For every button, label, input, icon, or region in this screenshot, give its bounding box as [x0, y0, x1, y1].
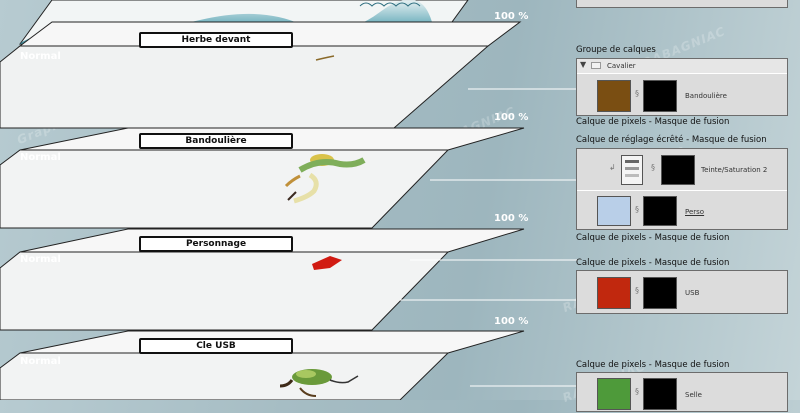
layer-mask-thumbnail — [661, 155, 695, 185]
layer-blend-mode: Normal — [20, 51, 61, 62]
group-name: Cavalier — [607, 62, 636, 70]
layer-opacity: 100 % — [494, 112, 529, 123]
usb-key-shape — [312, 256, 342, 270]
adjustment-icon — [621, 155, 643, 185]
layer-caption: Calque de pixels - Masque de fusion — [576, 360, 730, 370]
layer-name: Teinte/Saturation 2 — [701, 166, 768, 174]
layer-name: Selle — [685, 391, 702, 399]
link-icon[interactable]: § — [635, 205, 639, 214]
disclosure-triangle-icon[interactable]: ▼ — [580, 60, 587, 69]
layers-panel-perso: ↲ § Teinte/Saturation 2 § Perso — [576, 148, 788, 230]
link-icon[interactable]: § — [635, 387, 639, 396]
layers-panel-selle: § Selle — [576, 372, 788, 412]
layer-name: Perso — [685, 208, 705, 216]
layer-mask-thumbnail — [643, 277, 677, 309]
link-icon[interactable]: § — [651, 163, 655, 172]
layer-mask-thumbnail — [643, 196, 677, 226]
link-icon[interactable]: § — [635, 286, 639, 295]
layer-blend-mode: Normal — [20, 356, 61, 367]
link-icon[interactable]: § — [635, 89, 639, 98]
layer-mask-thumbnail — [643, 378, 677, 410]
layers-panel-group: ▼ Cavalier § Bandoulière — [576, 58, 788, 116]
layer-thumbnail — [597, 378, 631, 410]
layer-caption: Calque de pixels - Masque de fusion — [576, 117, 730, 127]
layer-row-usb[interactable]: § USB — [577, 271, 787, 313]
layers-panel-stub — [576, 0, 788, 8]
layer-row-bandouliere[interactable]: § Bandoulière — [577, 73, 787, 115]
layer-name: Bandoulière — [685, 92, 727, 100]
layer-caption: Calque de pixels - Masque de fusion — [576, 258, 730, 268]
layer-opacity: 100 % — [494, 11, 529, 22]
layer-name-tag: Herbe devant — [139, 32, 293, 48]
layer-name: USB — [685, 289, 700, 297]
layer-thumbnail — [597, 196, 631, 226]
layer-blend-mode: Normal — [20, 152, 61, 163]
layer-caption: Calque de réglage écrêté - Masque de fus… — [576, 135, 767, 145]
layer-opacity: 100 % — [494, 316, 529, 327]
layer-thumbnail — [597, 277, 631, 309]
group-row[interactable]: ▼ Cavalier — [577, 59, 787, 73]
clip-arrow-icon: ↲ — [609, 163, 616, 172]
layer-name-tag: Bandoulière — [139, 133, 293, 149]
character-figure — [284, 154, 366, 204]
layer-row-perso[interactable]: § Perso — [577, 190, 787, 230]
layer-name-tag: Cle USB — [139, 338, 293, 354]
layer-name-tag: Personnage — [139, 236, 293, 252]
layer-caption: Calque de pixels - Masque de fusion — [576, 233, 730, 243]
folder-icon — [591, 62, 601, 69]
layer-row-adjustment[interactable]: ↲ § Teinte/Saturation 2 — [577, 149, 787, 190]
saddle-figure — [279, 369, 359, 397]
group-caption: Groupe de calques — [576, 45, 656, 55]
layer-row-selle[interactable]: § Selle — [577, 373, 787, 413]
layer-mask-thumbnail — [643, 80, 677, 112]
layer-blend-mode: Normal — [20, 254, 61, 265]
layer-opacity: 100 % — [494, 213, 529, 224]
layers-panel-usb: § USB — [576, 270, 788, 314]
layer-thumbnail — [597, 80, 631, 112]
